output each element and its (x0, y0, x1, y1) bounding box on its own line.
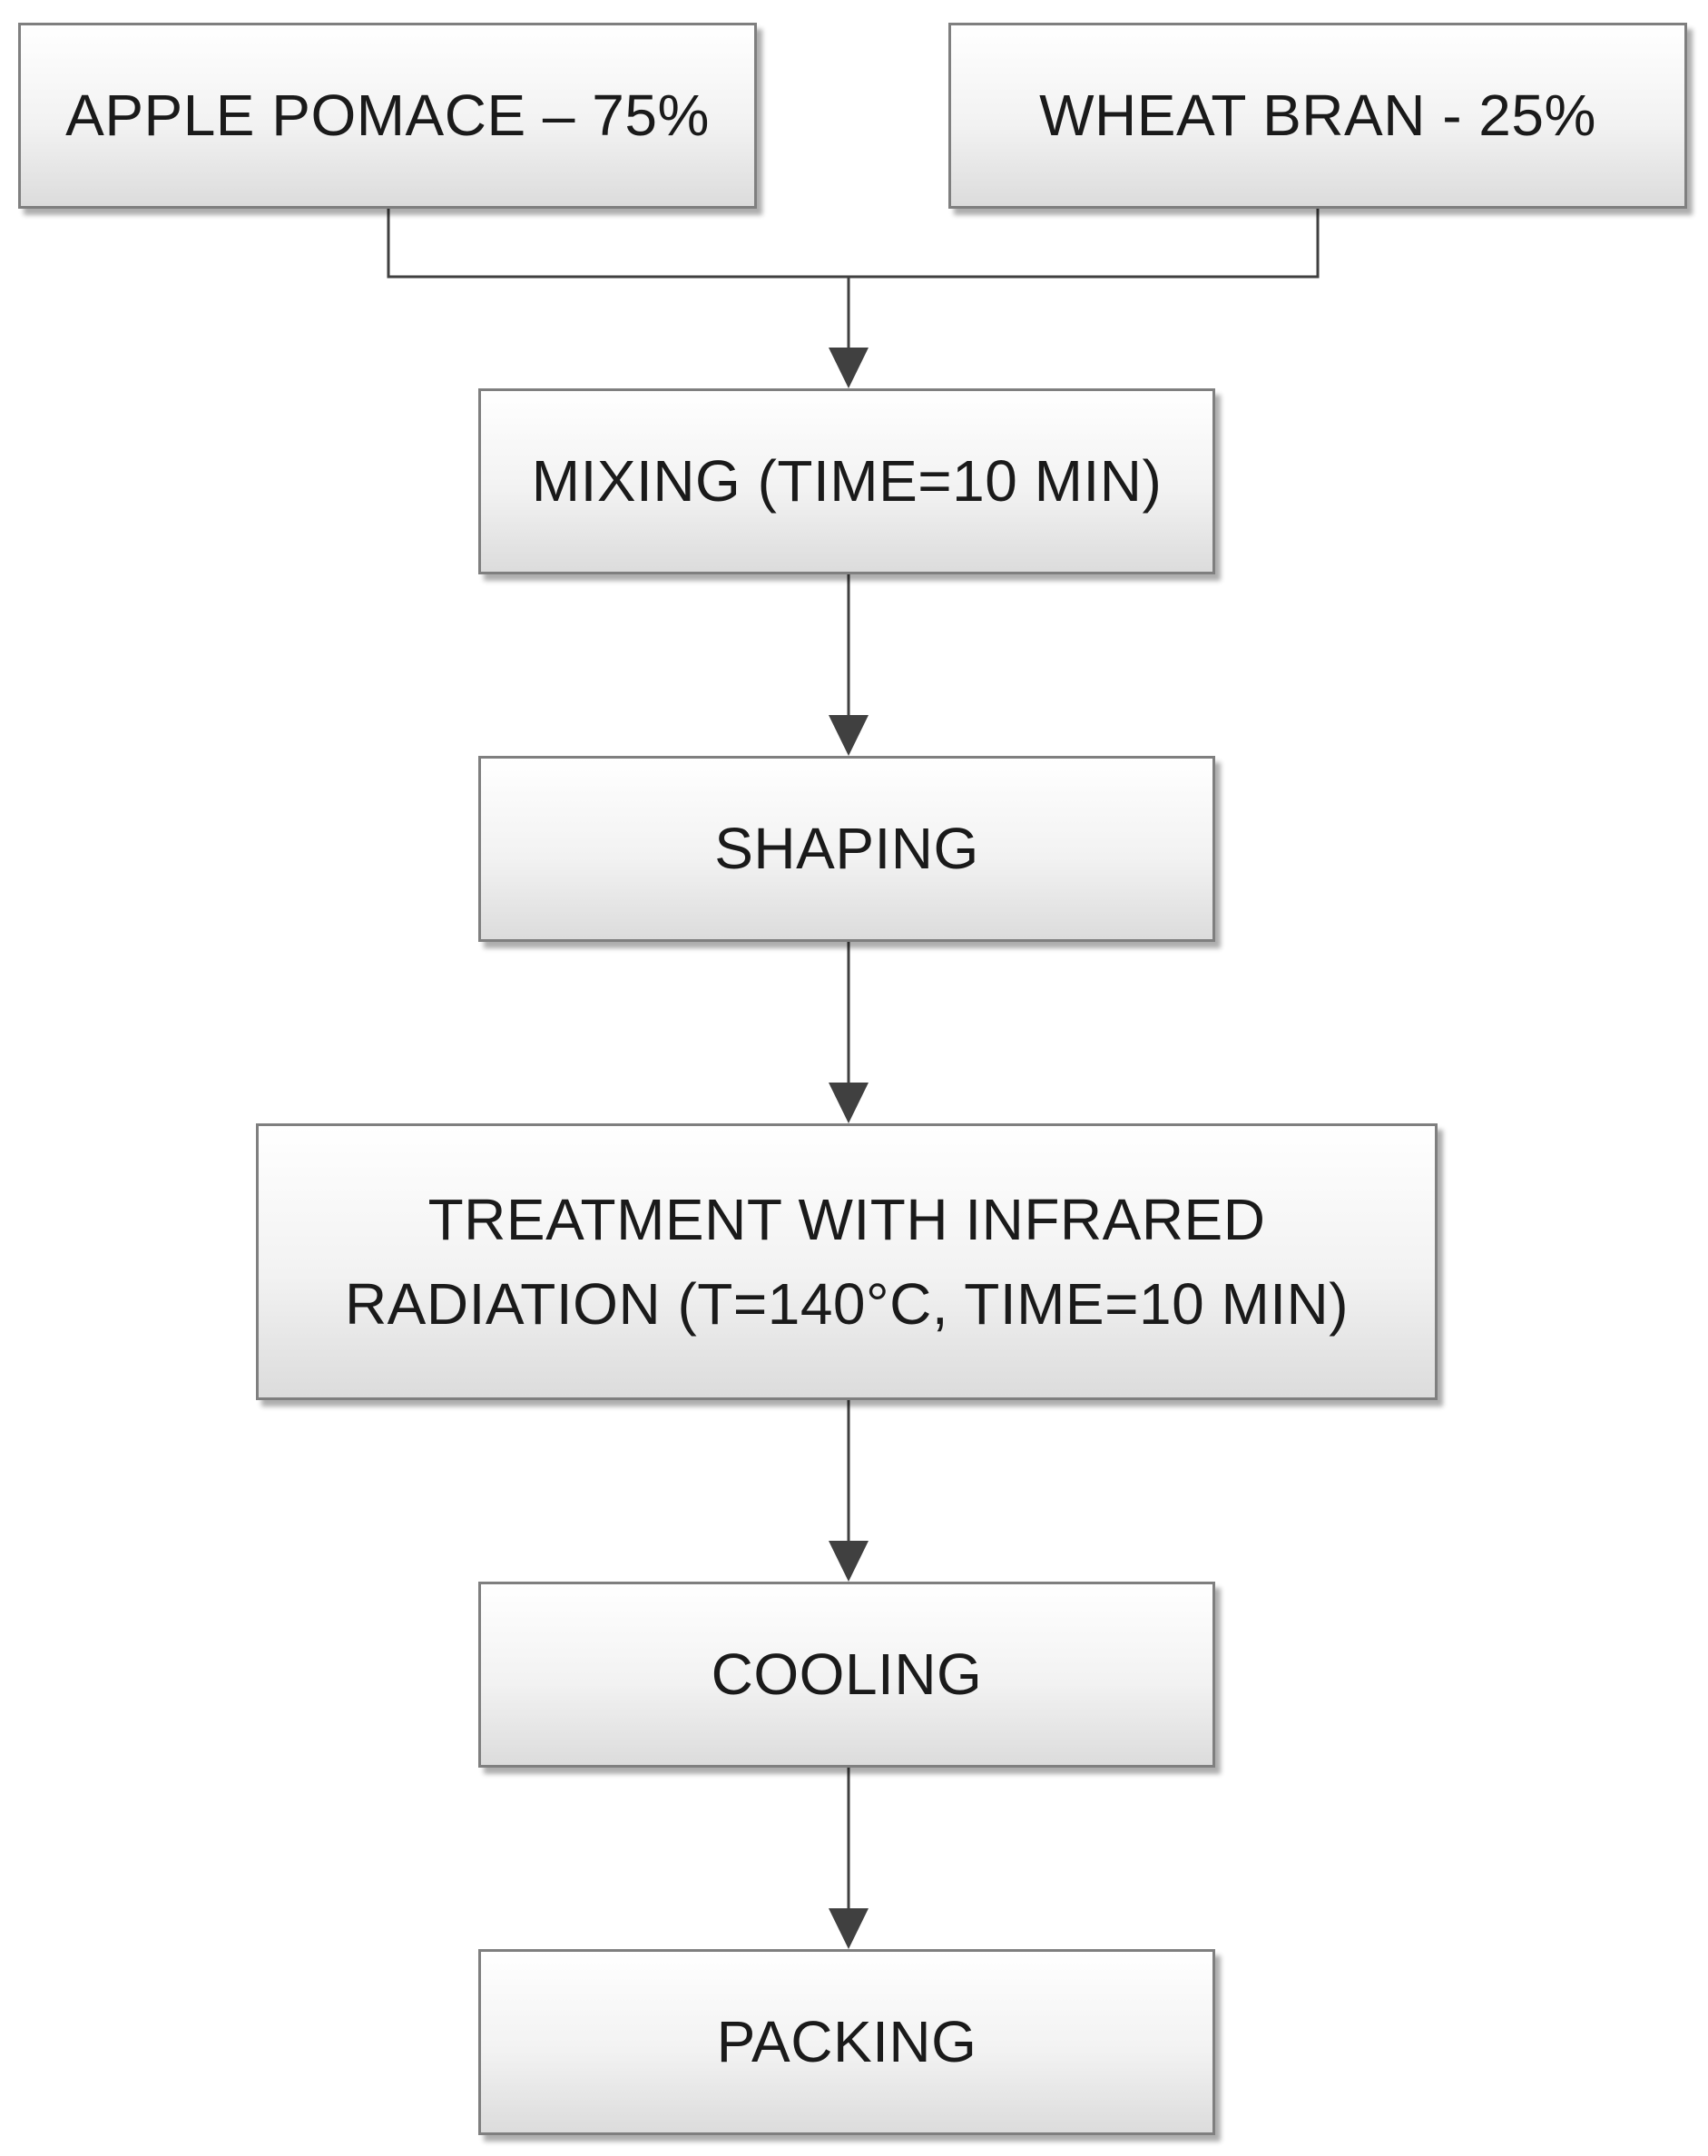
step-infrared-text: TREATMENT WITH INFRARED RADIATION (T=140… (345, 1178, 1349, 1347)
step-mixing-label: MIXING (TIME=10 MIN) (531, 448, 1163, 514)
input-wheat-bran-box: WHEAT BRAN - 25% (948, 23, 1687, 209)
step-infrared-treatment-box: TREATMENT WITH INFRARED RADIATION (T=140… (256, 1123, 1438, 1400)
arrowhead-to-shaping (829, 715, 869, 756)
input-apple-pomace-label: APPLE POMACE – 75% (65, 83, 710, 149)
arrowhead-to-mixing (829, 348, 869, 388)
input-wheat-bran-label: WHEAT BRAN - 25% (1039, 83, 1596, 149)
input-apple-pomace-box: APPLE POMACE – 75% (18, 23, 757, 209)
step-infrared-label-line2: RADIATION (T=140°C, TIME=10 MIN) (344, 1270, 1350, 1337)
step-cooling-box: COOLING (478, 1582, 1215, 1768)
step-packing-box: PACKING (478, 1949, 1215, 2135)
step-packing-label: PACKING (716, 2009, 977, 2075)
step-mixing-box: MIXING (TIME=10 MIN) (478, 388, 1215, 574)
step-shaping-label: SHAPING (714, 816, 979, 882)
arrowhead-to-infrared (829, 1083, 869, 1123)
step-infrared-label-line1: TREATMENT WITH INFRARED (427, 1186, 1266, 1252)
merge-connector (387, 209, 1320, 279)
arrowhead-to-packing (829, 1908, 869, 1949)
arrowhead-to-cooling (829, 1541, 869, 1582)
step-cooling-label: COOLING (711, 1642, 983, 1708)
step-shaping-box: SHAPING (478, 756, 1215, 942)
